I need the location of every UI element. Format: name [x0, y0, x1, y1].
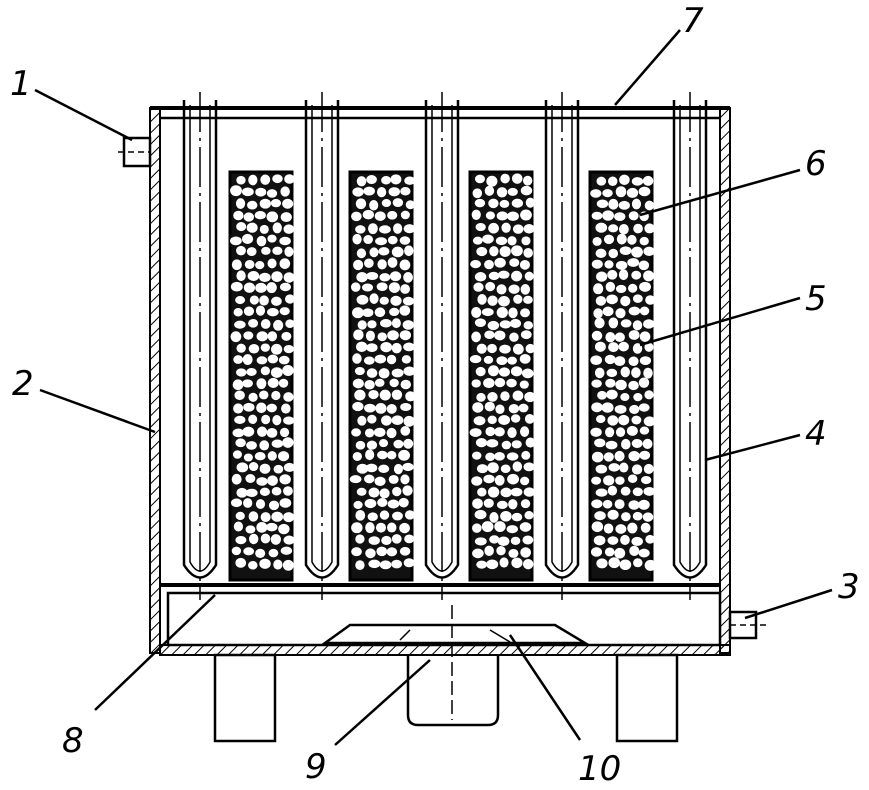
packed-beds [228, 170, 657, 582]
label-4: 4 [805, 414, 827, 454]
label-10: 10 [578, 749, 621, 789]
label-7: 7 [682, 1, 704, 41]
outlet-pipe [728, 610, 768, 640]
packed-bed [468, 170, 536, 582]
label-1: 1 [10, 64, 32, 104]
label-5: 5 [805, 279, 827, 319]
label-6: 6 [805, 144, 827, 184]
heating-tube [304, 92, 340, 600]
bottom-chamber [166, 591, 722, 647]
motor-housing [406, 655, 500, 727]
leader-lines [34, 29, 833, 746]
support-legs [213, 653, 679, 743]
label-3: 3 [838, 567, 860, 607]
label-2: 2 [12, 364, 34, 404]
packed-bed [348, 170, 416, 582]
label-8: 8 [62, 721, 84, 761]
heating-tube [544, 92, 580, 600]
packed-bed [228, 170, 296, 582]
heating-tubes [182, 92, 708, 600]
heating-tube [672, 92, 708, 600]
packed-bed [588, 170, 657, 582]
heating-tube [182, 92, 218, 600]
label-9: 9 [305, 747, 327, 787]
inlet-pipe [118, 136, 152, 168]
heating-tube [424, 92, 460, 600]
fan-distributor [321, 605, 590, 720]
